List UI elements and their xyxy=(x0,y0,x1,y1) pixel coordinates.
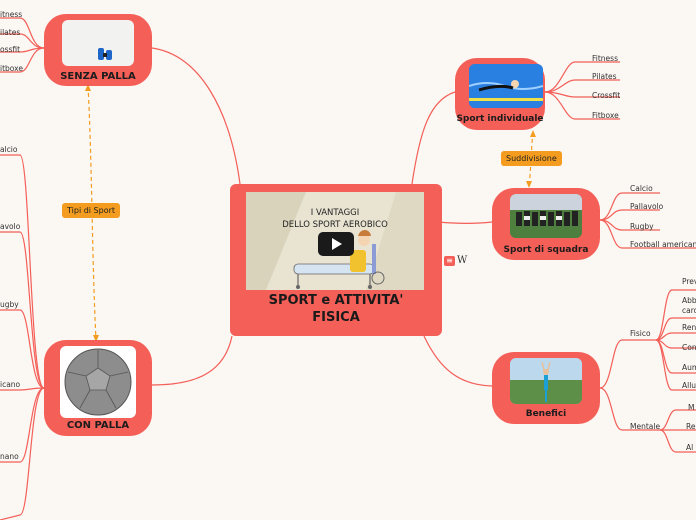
play-icon[interactable] xyxy=(318,232,354,256)
video-title-line1: I VANTAGGI xyxy=(310,208,360,218)
leaf-fisico-5[interactable]: Aum xyxy=(682,363,696,372)
swimmer-icon xyxy=(469,64,543,108)
w-icon[interactable]: W xyxy=(457,255,468,266)
con-palla-label: CON PALLA xyxy=(66,420,130,431)
node-benefici[interactable]: Benefici xyxy=(492,352,600,424)
leaf-con-palla-4[interactable]: icano xyxy=(0,380,21,389)
sport-individuale-label: Sport individuale xyxy=(456,114,544,124)
video-title-line2: DELLO SPORT AEROBICO xyxy=(282,220,388,230)
leaf-senza-palla-3[interactable]: ossfit xyxy=(0,45,21,54)
dumbbell-icon xyxy=(98,48,112,60)
leaf-fisico-3[interactable]: Ren xyxy=(682,323,696,332)
team-icon xyxy=(510,194,582,238)
senza-palla-label: SENZA PALLA xyxy=(60,71,136,82)
senza-palla-image xyxy=(62,20,134,66)
sport-di-squadra-label: Sport di squadra xyxy=(503,245,589,255)
con-palla-image xyxy=(60,346,136,418)
node-sport-di-squadra[interactable]: Sport di squadra xyxy=(492,188,600,260)
video-thumbnail[interactable]: I VANTAGGI DELLO SPORT AEROBICO xyxy=(246,192,424,290)
benefici-label: Benefici xyxy=(525,409,567,419)
leaf-rugby[interactable]: Rugby xyxy=(630,222,654,231)
leaf-fisico-6[interactable]: Allu xyxy=(682,381,696,390)
central-title: SPORT e ATTIVITA' FISICA xyxy=(230,292,442,326)
node-senza-palla[interactable]: SENZA PALLA xyxy=(44,14,152,86)
leaf-mentale[interactable]: Mentale xyxy=(630,422,661,431)
leaf-fisico-1[interactable]: Prev xyxy=(682,277,696,286)
node-con-palla[interactable]: CON PALLA xyxy=(44,340,152,436)
menu-icon[interactable]: ≡ xyxy=(444,256,455,266)
leaf-mentale-3[interactable]: Al xyxy=(686,443,694,452)
leaf-con-palla-1[interactable]: alcio xyxy=(0,145,18,154)
central-title-line2: FISICA xyxy=(312,310,360,325)
tag-suddivisione[interactable]: Suddivisione xyxy=(501,151,562,166)
leaf-senza-palla-1[interactable]: itness xyxy=(0,10,23,19)
ball-icon xyxy=(64,348,132,416)
leaf-fisico[interactable]: Fisico xyxy=(630,329,651,338)
central-title-line1: SPORT e ATTIVITA' xyxy=(268,293,404,308)
leaf-fisico-4[interactable]: Con xyxy=(682,343,696,352)
leaf-fisico-2a[interactable]: Abb xyxy=(682,296,696,305)
leaf-mentale-2[interactable]: Re xyxy=(686,422,696,431)
leaf-calcio[interactable]: Calcio xyxy=(630,184,653,193)
leaf-fisico-2b[interactable]: card xyxy=(682,306,696,315)
node-sport-individuale[interactable]: Sport individuale xyxy=(455,58,545,130)
yoga-image xyxy=(510,358,582,404)
leaf-pallavolo[interactable]: Pallavolo xyxy=(630,202,664,211)
leaf-fitboxe[interactable]: Fitboxe xyxy=(592,111,619,120)
leaf-mentale-1[interactable]: M xyxy=(688,403,695,412)
yoga-icon xyxy=(510,358,582,404)
tag-tipi-di-sport[interactable]: Tipi di Sport xyxy=(62,203,121,218)
leaf-senza-palla-2[interactable]: ilates xyxy=(0,28,21,37)
leaf-con-palla-2[interactable]: avolo xyxy=(0,222,21,231)
central-topic[interactable]: I VANTAGGI DELLO SPORT AEROBICO SPORT e … xyxy=(230,184,442,336)
leaf-crossfit[interactable]: Crossfit xyxy=(592,91,621,100)
leaf-fitness[interactable]: Fitness xyxy=(592,54,618,63)
leaf-pilates[interactable]: Pilates xyxy=(592,72,617,81)
leaf-con-palla-3[interactable]: ugby xyxy=(0,300,19,309)
leaf-senza-palla-4[interactable]: itboxe xyxy=(0,64,23,73)
leaf-con-palla-5[interactable]: nano xyxy=(0,452,19,461)
video-illustration xyxy=(246,192,424,290)
leaf-football-americano[interactable]: Football americano xyxy=(630,240,696,249)
swimming-image xyxy=(469,64,543,108)
team-image xyxy=(510,194,582,238)
